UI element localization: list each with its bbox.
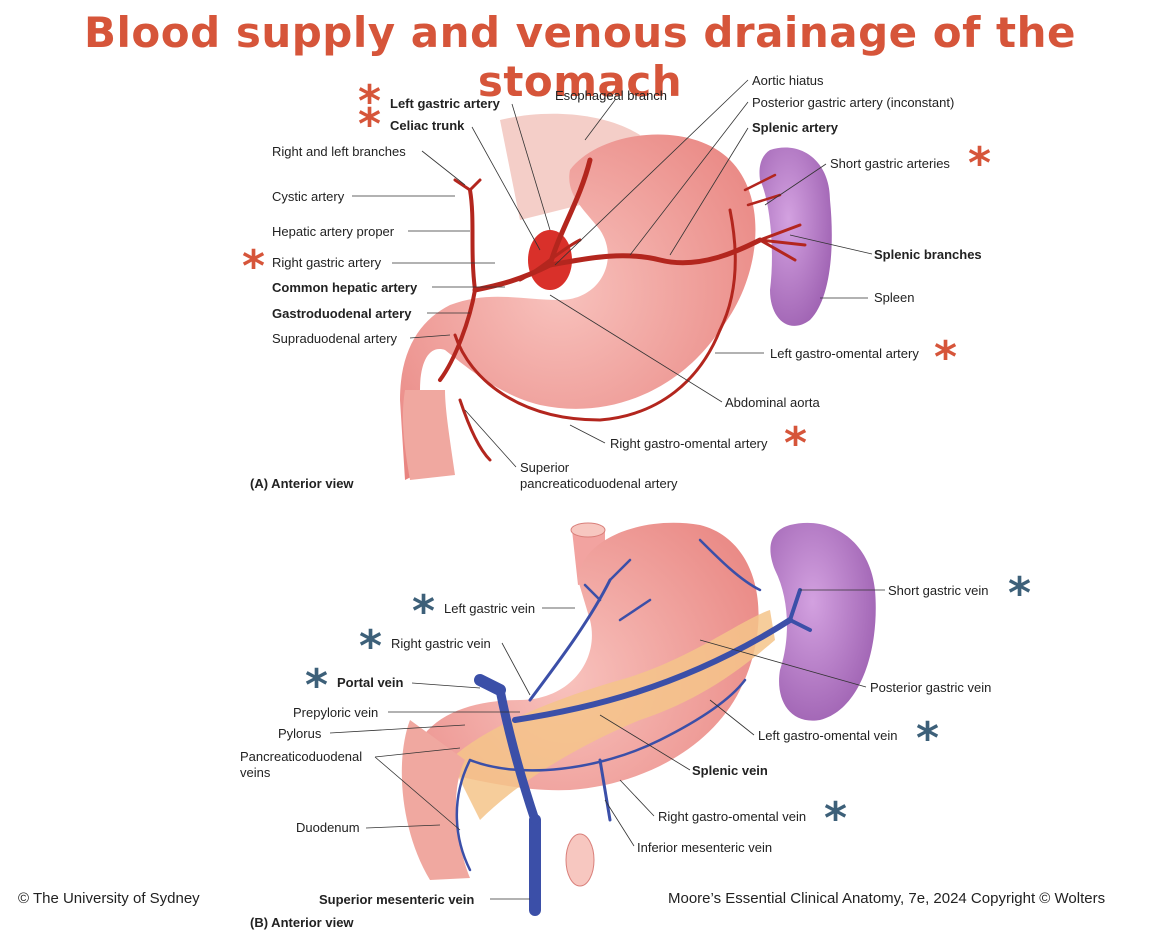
label-portal-vein: Portal vein <box>337 675 403 690</box>
label-celiac-trunk: Celiac trunk <box>390 118 464 133</box>
label-common-hepatic-artery: Common hepatic artery <box>272 280 417 295</box>
label-left-gastro-omental-artery: Left gastro-omental artery <box>770 346 919 361</box>
label-right-gastro-omental-artery: Right gastro-omental artery <box>610 436 768 451</box>
label-left-gastric-artery: Left gastric artery <box>390 96 500 111</box>
asterisk-short-gastric-arteries: * <box>968 142 991 186</box>
label-right-gastric-artery: Right gastric artery <box>272 255 381 270</box>
asterisk-short-gastric-vein: * <box>1008 572 1031 616</box>
label-short-gastric-arteries: Short gastric arteries <box>830 156 950 171</box>
panel-b-view-caption: (B) Anterior view <box>250 915 354 930</box>
label-duodenum: Duodenum <box>296 820 360 835</box>
label-superior-pd-artery-line1: Superior <box>520 460 569 475</box>
panel-a-view-caption: (A) Anterior view <box>250 476 354 491</box>
label-gastroduodenal-artery: Gastroduodenal artery <box>272 306 411 321</box>
label-superior-pd-artery-line2: pancreaticoduodenal artery <box>520 476 678 491</box>
label-pd-veins-line2: veins <box>240 765 270 780</box>
label-pd-veins-line1: Pancreaticoduodenal <box>240 749 362 764</box>
asterisk-right-gastric-artery: * <box>242 245 265 289</box>
label-right-left-branches: Right and left branches <box>272 144 406 159</box>
asterisk-right-gastro-omental-artery: * <box>784 422 807 466</box>
stomach-a <box>400 135 755 480</box>
label-splenic-vein: Splenic vein <box>692 763 768 778</box>
label-splenic-branches: Splenic branches <box>874 247 982 262</box>
asterisk-left-gastro-omental-vein: * <box>916 717 939 761</box>
asterisk-left-gastro-omental-artery: * <box>934 336 957 380</box>
label-splenic-artery: Splenic artery <box>752 120 838 135</box>
label-inferior-mesenteric-vein: Inferior mesenteric vein <box>637 840 772 855</box>
label-prepyloric-vein: Prepyloric vein <box>293 705 378 720</box>
label-right-gastric-vein: Right gastric vein <box>391 636 491 651</box>
label-short-gastric-vein: Short gastric vein <box>888 583 988 598</box>
label-right-gastro-omental-vein: Right gastro-omental vein <box>658 809 806 824</box>
footer-copyright-university: © The University of Sydney <box>18 890 200 907</box>
asterisk-right-gastro-omental-vein: * <box>824 797 847 841</box>
asterisk-right-gastric-vein: * <box>359 625 382 669</box>
label-aortic-hiatus: Aortic hiatus <box>752 73 824 88</box>
label-left-gastric-vein: Left gastric vein <box>444 601 535 616</box>
label-cystic-artery: Cystic artery <box>272 189 344 204</box>
label-superior-mesenteric-vein: Superior mesenteric vein <box>319 892 474 907</box>
panel-a-drawing <box>400 114 832 480</box>
footer-copyright-publisher: Moore’s Essential Clinical Anatomy, 7e, … <box>668 890 1160 907</box>
label-spleen: Spleen <box>874 290 914 305</box>
label-posterior-gastric-vein: Posterior gastric vein <box>870 680 991 695</box>
label-supraduodenal-artery: Supraduodenal artery <box>272 331 397 346</box>
label-esophageal-branch: Esophageal branch <box>555 88 667 103</box>
label-pylorus: Pylorus <box>278 726 321 741</box>
label-left-gastro-omental-vein: Left gastro-omental vein <box>758 728 897 743</box>
asterisk-celiac-trunk: * <box>358 103 381 147</box>
label-abdominal-aorta: Abdominal aorta <box>725 395 820 410</box>
label-hepatic-artery-proper: Hepatic artery proper <box>272 224 394 239</box>
asterisk-portal-vein: * <box>305 664 328 708</box>
label-posterior-gastric-artery: Posterior gastric artery (inconstant) <box>752 95 954 110</box>
asterisk-left-gastric-vein: * <box>412 590 435 634</box>
